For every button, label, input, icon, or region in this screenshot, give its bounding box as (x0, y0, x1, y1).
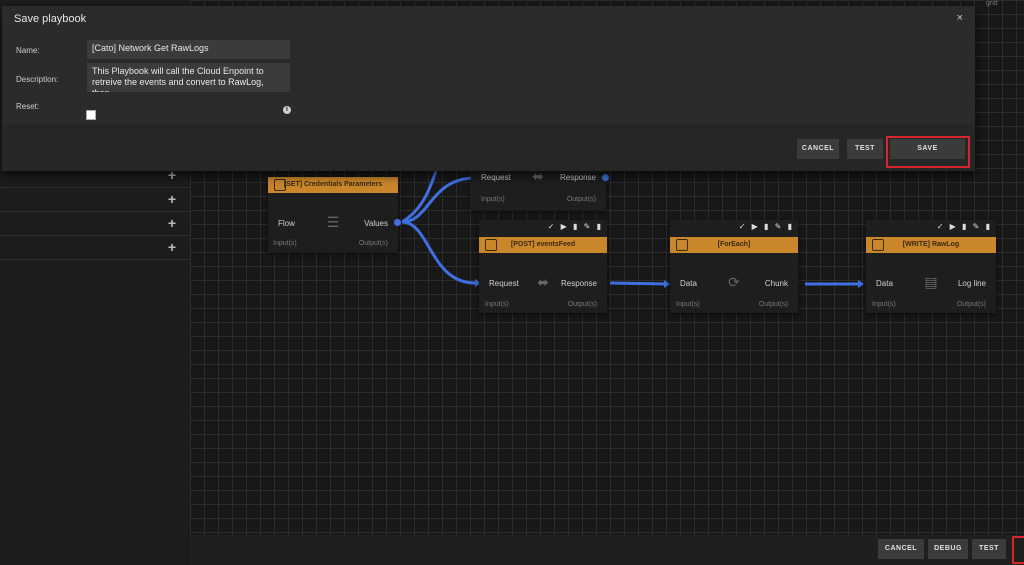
node-header: [POST] eventsFeed (479, 237, 607, 253)
save-button[interactable]: SAVE (890, 139, 965, 159)
cancel-button[interactable]: CANCEL (878, 539, 924, 559)
inputs-label: Input(s) (273, 240, 297, 247)
dialog-header: Save playbook × (2, 6, 975, 30)
port-data[interactable]: Data (680, 279, 697, 288)
sidebar-add-row-1[interactable]: + (0, 165, 190, 188)
dialog-title: Save playbook (14, 13, 87, 25)
port-chunk[interactable]: Chunk (764, 279, 788, 288)
port-flow[interactable]: Flow (278, 219, 295, 228)
node-header: [SET] Credentials Parameters (268, 177, 398, 193)
debug-button[interactable]: DEBUG (928, 539, 968, 559)
arrow-head (475, 279, 481, 287)
wire-values-to-request-top (401, 176, 476, 224)
plus-icon[interactable]: + (167, 191, 176, 207)
name-label: Name: (16, 46, 40, 55)
port-response[interactable]: Response (559, 173, 596, 182)
reset-label: Reset: (16, 102, 40, 111)
inputs-label: Input(s) (481, 196, 505, 203)
sidebar-add-row-2[interactable]: + (0, 189, 190, 212)
move-arrows-icon: ⬌ (532, 168, 544, 184)
node-write-rawlog[interactable]: ✓ ▶ ▮ ✎ ▮ [WRITE] RawLog Data ▤ Log line… (866, 220, 996, 313)
port-response[interactable]: Response (560, 279, 597, 288)
node-title: [SET] Credentials Parameters (283, 181, 383, 188)
save-playbook-dialog: Save playbook × Name: [Cato] Network Get… (2, 6, 975, 171)
node-header: [ForEach] (670, 237, 798, 253)
outputs-label: Output(s) (358, 240, 388, 247)
output-connector[interactable] (602, 174, 609, 181)
sliders-icon: ☰ (326, 214, 340, 230)
port-data[interactable]: Data (876, 279, 893, 288)
plus-icon[interactable]: + (167, 239, 176, 255)
wire-values-up (401, 164, 440, 224)
outputs-label: Output(s) (567, 301, 597, 308)
node-foreach[interactable]: ✓ ▶ ▮ ✎ ▮ [ForEach] Data ⟳ Chunk Input(s… (670, 220, 798, 313)
sidebar-add-row-3[interactable]: + (0, 213, 190, 236)
close-icon[interactable]: × (956, 12, 963, 24)
outputs-label: Output(s) (566, 196, 596, 203)
inputs-label: Input(s) (676, 301, 700, 308)
dialog-footer: CANCEL TEST SAVE (2, 124, 975, 171)
wire-values-to-request (401, 220, 476, 285)
save-highlight-outline (1012, 536, 1024, 564)
grid-toggle-label[interactable]: grid (986, 0, 998, 7)
plus-icon[interactable]: + (167, 167, 176, 183)
outputs-label: Output(s) (758, 301, 788, 308)
node-post-events[interactable]: ✓ ▶ ▮ ✎ ▮ [POST] eventsFeed Request ⬌ Re… (479, 220, 607, 313)
sidebar-add-row-4[interactable]: + (0, 237, 190, 260)
output-connector[interactable] (394, 219, 401, 226)
save-highlight-outline (886, 136, 970, 168)
inputs-label: Input(s) (485, 301, 509, 308)
settings-icon (274, 179, 286, 191)
test-button[interactable]: TEST (972, 539, 1006, 559)
arrow-head (858, 280, 864, 288)
document-lines-icon: ▤ (924, 274, 938, 290)
description-label: Description: (16, 75, 59, 84)
port-values[interactable]: Values (364, 219, 388, 228)
port-request[interactable]: Request (481, 173, 511, 182)
name-input[interactable]: [Cato] Network Get RawLogs (87, 40, 290, 59)
node-toolbar[interactable]: ✓ ▶ ▮ ✎ ▮ (738, 222, 794, 231)
node-header: [WRITE] RawLog (866, 237, 996, 253)
cancel-button[interactable]: CANCEL (797, 139, 839, 159)
info-icon[interactable]: i (283, 106, 291, 114)
reset-checkbox[interactable] (86, 110, 96, 120)
node-title: [POST] eventsFeed (510, 241, 576, 248)
loop-icon (676, 239, 688, 251)
document-icon (872, 239, 884, 251)
node-request-top[interactable]: Request ⬌ Response Input(s) Output(s) (471, 165, 609, 210)
port-log-line[interactable]: Log line (957, 279, 986, 288)
refresh-icon: ⟳ (728, 274, 740, 290)
test-button[interactable]: TEST (847, 139, 883, 159)
description-textarea[interactable]: This Playbook will call the Cloud Enpoin… (87, 63, 290, 92)
inputs-label: Input(s) (872, 301, 896, 308)
node-toolbar[interactable]: ✓ ▶ ▮ ✎ ▮ (547, 222, 603, 231)
node-toolbar[interactable]: ✓ ▶ ▮ ✎ ▮ (936, 222, 992, 231)
move-icon (485, 239, 497, 251)
arrow-head (664, 280, 670, 288)
node-set-credentials[interactable]: [SET] Credentials Parameters Flow ☰ Valu… (268, 177, 401, 252)
outputs-label: Output(s) (956, 301, 986, 308)
wire-response-to-data (609, 281, 669, 286)
node-title: [ForEach] (717, 241, 751, 248)
node-title: [WRITE] RawLog (902, 241, 960, 248)
port-request[interactable]: Request (489, 279, 519, 288)
bottom-toolbar: CANCEL DEBUG TEST (190, 535, 1024, 565)
move-arrows-icon: ⬌ (537, 274, 549, 290)
plus-icon[interactable]: + (167, 215, 176, 231)
